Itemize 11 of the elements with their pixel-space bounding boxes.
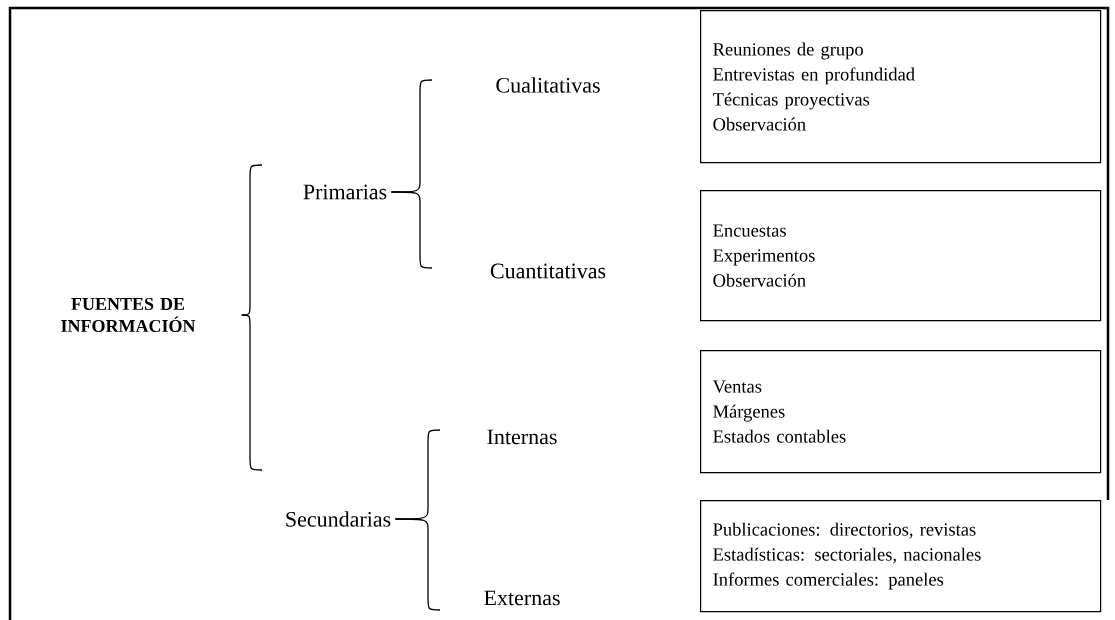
category-label: Cualitativas — [496, 77, 600, 93]
category-label: Internas — [487, 429, 557, 445]
category-label: FUENTES DE INFORMACIÓN — [61, 297, 196, 333]
list-box: Ventas Márgenes Estados contables — [700, 350, 1102, 474]
category-label: Cuantitativas — [490, 263, 606, 279]
list-box: Reuniones de grupo Entrevistas en profundidad Técnicas proyectivas Observación — [700, 10, 1102, 164]
category-label: Externas — [484, 590, 560, 606]
list-box: Publicaciones: directorios, revistas Estadísticas: sectoriales, nacionales Informes comerciales: paneles — [700, 500, 1102, 613]
category-label: Secundarias — [286, 511, 391, 527]
list-box: Encuestas Experimentos Observación — [700, 190, 1102, 322]
category-label: Primarias — [303, 184, 387, 200]
